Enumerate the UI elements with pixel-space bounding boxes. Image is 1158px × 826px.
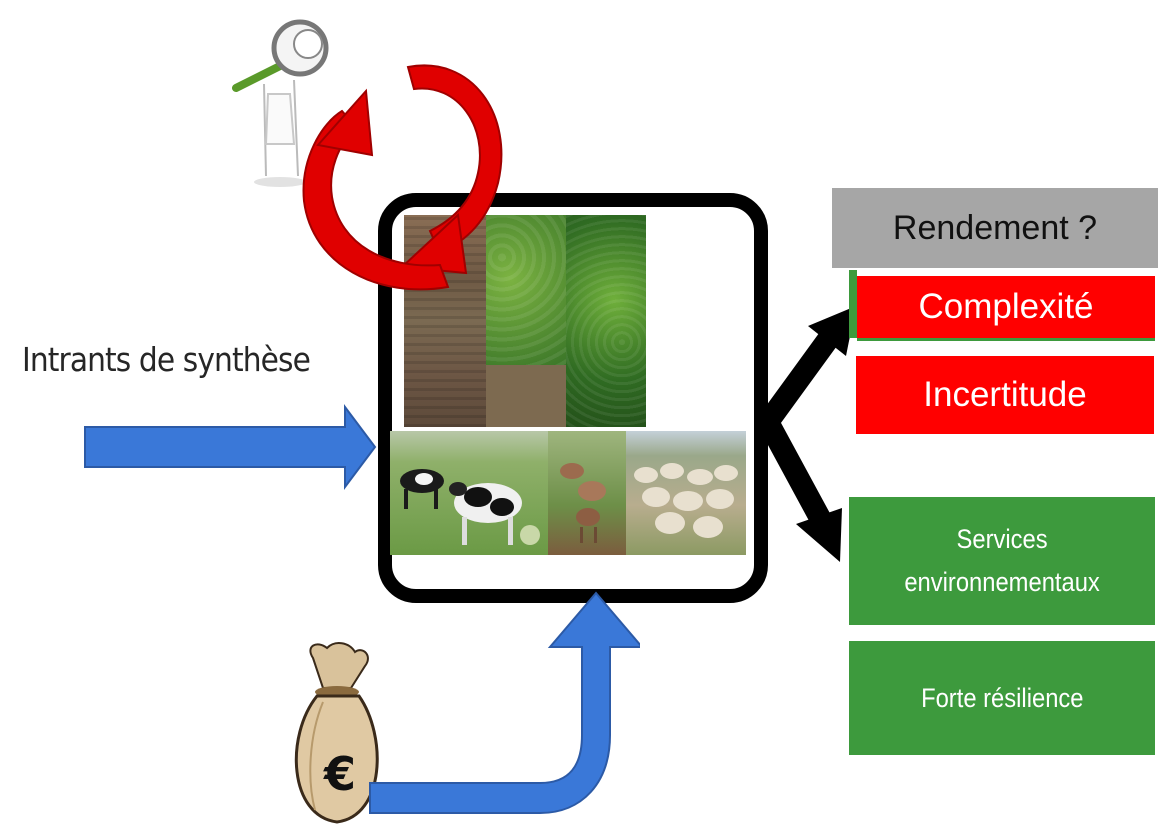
- services-box: Services environnementaux: [849, 497, 1155, 625]
- cycle-arrows-icon: [302, 64, 503, 291]
- green-strip: [849, 270, 857, 338]
- money-arrow-icon: [369, 591, 640, 814]
- magnifying-person-icon: [232, 19, 329, 187]
- euro-symbol: €: [323, 747, 356, 801]
- resilience-box: Forte résilience: [849, 641, 1155, 755]
- uncertainty-box: Incertitude: [856, 356, 1154, 434]
- services-line1: Services: [956, 523, 1048, 554]
- yield-box: Rendement ?: [832, 188, 1158, 268]
- services-line2: environnementaux: [904, 567, 1100, 597]
- input-arrow-icon: [84, 404, 377, 490]
- cows-photo: [390, 431, 548, 555]
- output-arrow-icon: [760, 306, 856, 562]
- goats-photo: [548, 431, 626, 555]
- crop-photo-leaves: [486, 215, 566, 427]
- crop-photo-beans: [566, 215, 646, 427]
- complexity-box: Complexité: [857, 276, 1155, 341]
- input-label: Intrants de synthèse: [22, 340, 311, 379]
- sheep-photo: [626, 431, 746, 555]
- money-bag-icon: [294, 642, 379, 824]
